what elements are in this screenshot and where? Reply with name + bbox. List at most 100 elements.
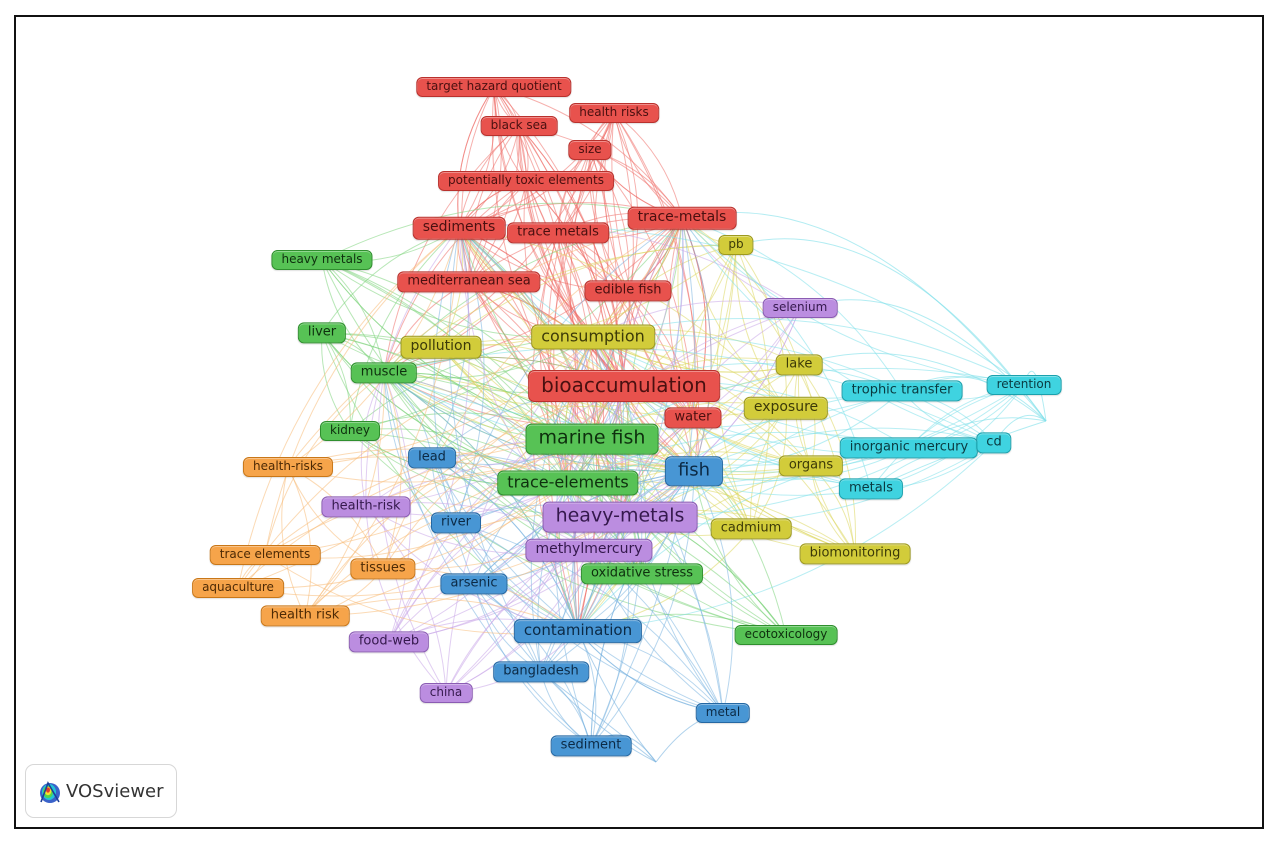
node-health-risks-hyphen[interactable]: health-risks (242, 457, 334, 477)
network-link (365, 506, 447, 694)
node-cd[interactable]: cd (976, 432, 1012, 454)
network-link (577, 630, 724, 714)
node-trophic-transfer[interactable]: trophic transfer (841, 380, 963, 402)
network-link (473, 583, 657, 763)
network-link (431, 457, 724, 714)
node-lead[interactable]: lead (408, 447, 456, 469)
network-link (693, 470, 734, 714)
node-trace-elements[interactable]: trace elements (209, 545, 321, 565)
network-link (540, 516, 621, 673)
network-link (681, 217, 1025, 386)
network-link (365, 506, 447, 694)
node-size[interactable]: size (568, 140, 612, 160)
node-sediment[interactable]: sediment (550, 735, 632, 757)
network-link (525, 180, 625, 387)
node-muscle[interactable]: muscle (350, 362, 418, 384)
network-link (619, 307, 801, 518)
network-link (377, 372, 447, 694)
node-china[interactable]: china (419, 683, 473, 703)
node-sediments[interactable]: sediments (412, 216, 506, 240)
network-link (455, 217, 683, 524)
network-link (349, 217, 683, 432)
node-retention[interactable]: retention (986, 375, 1062, 395)
node-cadmium[interactable]: cadmium (710, 518, 792, 540)
vosviewer-badge[interactable]: VOSviewer (25, 764, 177, 818)
node-heavy-metals[interactable]: heavy metals (271, 250, 373, 270)
network-link (440, 346, 752, 530)
network-link (525, 180, 625, 387)
node-aquaculture[interactable]: aquaculture (192, 578, 284, 598)
network-link (287, 336, 594, 468)
node-fish[interactable]: fish (664, 456, 724, 486)
node-black-sea[interactable]: black sea (480, 116, 558, 136)
network-link (693, 390, 903, 472)
node-potentially-toxic-elements[interactable]: potentially toxic elements (438, 171, 614, 191)
network-link (431, 457, 579, 632)
node-river[interactable]: river (431, 512, 481, 534)
node-ecotoxicology[interactable]: ecotoxicology (734, 625, 838, 645)
node-pb[interactable]: pb (718, 235, 754, 255)
node-organs[interactable]: organs (778, 455, 844, 477)
node-consumption[interactable]: consumption (531, 324, 655, 350)
network-link (445, 549, 590, 694)
network-link (693, 427, 995, 472)
node-trace-metals[interactable]: trace metals (507, 222, 609, 244)
node-health-risks[interactable]: health risks (569, 103, 659, 123)
node-oxidative-stress[interactable]: oxidative stress (580, 563, 704, 585)
node-pollution[interactable]: pollution (400, 335, 482, 359)
network-link (613, 112, 639, 292)
network-link (304, 385, 625, 617)
node-contamination[interactable]: contamination (513, 619, 643, 643)
node-exposure[interactable]: exposure (743, 396, 829, 420)
network-link (735, 244, 787, 409)
node-target-hazard-quotient[interactable]: target hazard quotient (416, 77, 572, 97)
network-link (798, 352, 1047, 422)
node-marine-fish[interactable]: marine fish (525, 423, 659, 455)
node-metal[interactable]: metal (695, 703, 751, 723)
network-link (237, 336, 594, 589)
network-link (473, 385, 625, 585)
node-bioaccumulation[interactable]: bioaccumulation (528, 370, 720, 402)
node-trace-metals-hyphen[interactable]: trace-metals (627, 206, 737, 230)
network-link (577, 630, 724, 714)
node-selenium[interactable]: selenium (762, 298, 838, 318)
network-link (590, 217, 696, 747)
network-link (264, 372, 385, 556)
node-biomonitoring[interactable]: biomonitoring (799, 543, 911, 565)
network-link (592, 336, 856, 555)
network-link (458, 227, 787, 636)
node-water[interactable]: water (664, 407, 722, 429)
network-link (349, 227, 460, 432)
node-heavy-metals-hyphen[interactable]: heavy-metals (542, 501, 698, 533)
network-link (735, 238, 1047, 422)
node-lake[interactable]: lake (775, 354, 823, 376)
node-liver[interactable]: liver (297, 322, 347, 344)
node-methylmercury[interactable]: methylmercury (525, 538, 653, 562)
network-link (577, 442, 995, 632)
node-edible-fish[interactable]: edible fish (584, 280, 672, 302)
node-inorganic-mercury[interactable]: inorganic mercury (839, 437, 979, 459)
network-link (440, 346, 752, 530)
node-tissues[interactable]: tissues (350, 558, 416, 580)
network-link (365, 227, 460, 508)
node-kidney[interactable]: kidney (320, 421, 380, 441)
node-health-risk[interactable]: health risk (260, 605, 350, 627)
node-arsenic[interactable]: arsenic (440, 573, 508, 595)
vosviewer-label: VOSviewer (66, 780, 164, 802)
node-health-risk-hyphen[interactable]: health-risk (321, 496, 411, 518)
network-link (681, 217, 787, 409)
network-link (557, 112, 615, 234)
network-canvas[interactable] (16, 17, 1262, 827)
network-link (540, 217, 684, 673)
network-link (264, 462, 695, 556)
network-link (603, 112, 629, 292)
node-metals[interactable]: metals (838, 478, 904, 500)
node-food-web[interactable]: food-web (348, 631, 430, 653)
network-link (591, 438, 872, 496)
node-mediterranean-sea[interactable]: mediterranean sea (397, 271, 541, 293)
network-link (281, 466, 306, 617)
node-trace-elements-hyphen[interactable]: trace-elements (497, 470, 639, 496)
node-bangladesh[interactable]: bangladesh (493, 661, 589, 683)
network-link (681, 217, 903, 392)
network-map-frame: target hazard quotient health risks black … (14, 15, 1264, 829)
